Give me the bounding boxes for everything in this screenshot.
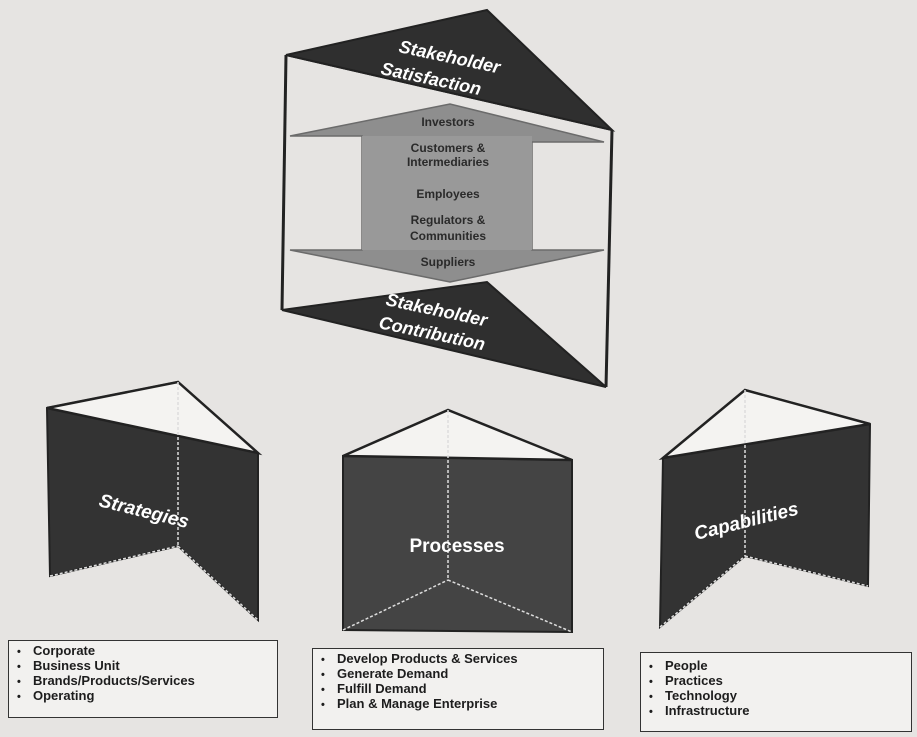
strategies-list-item: Brands/Products/Services: [17, 674, 269, 689]
capabilities-bottom-edge-left: [659, 555, 746, 628]
stakeholder-regulators: Regulators &: [411, 213, 486, 227]
processes-prism: Processes: [342, 408, 573, 634]
strategies-bottom-edge-left: [49, 545, 179, 577]
processes-list-box: Develop Products & Services Generate Dem…: [312, 648, 604, 730]
stakeholder-employees: Employees: [416, 187, 480, 201]
processes-top-face: [342, 408, 573, 462]
capabilities-top-face: [658, 388, 871, 460]
stakeholder-suppliers: Suppliers: [421, 255, 476, 269]
stakeholder-arrow-body: [362, 136, 532, 250]
strategies-bottom-edge-right: [177, 545, 259, 621]
capabilities-bottom-edge-right: [744, 555, 869, 587]
capabilities-list-item: Infrastructure: [649, 704, 903, 719]
capabilities-list-item: Practices: [649, 674, 903, 689]
top-prism-right-edge: [604, 129, 614, 388]
processes-bottom-edge-left: [342, 579, 449, 631]
capabilities-list: People Practices Technology Infrastructu…: [649, 659, 903, 719]
top-prism: Stakeholder Satisfaction Stakeholder Con…: [280, 8, 616, 388]
strategies-list-item: Operating: [17, 689, 269, 704]
processes-list-item: Plan & Manage Enterprise: [321, 697, 595, 712]
processes-label: Processes: [409, 536, 504, 557]
satisfaction-face: [285, 8, 616, 132]
processes-list-item: Develop Products & Services: [321, 652, 595, 667]
processes-bottom-edge-right: [447, 579, 573, 633]
capabilities-prism: Capabilities: [658, 388, 872, 630]
capabilities-list-item: People: [649, 659, 903, 674]
processes-list-item: Generate Demand: [321, 667, 595, 682]
stakeholder-intermediaries: Intermediaries: [407, 155, 489, 169]
strategies-list-item: Corporate: [17, 644, 269, 659]
stakeholder-communities: Communities: [410, 229, 486, 243]
processes-list: Develop Products & Services Generate Dem…: [321, 652, 595, 712]
processes-list-item: Fulfill Demand: [321, 682, 595, 697]
strategies-list-box: Corporate Business Unit Brands/Products/…: [8, 640, 278, 718]
strategies-prism: Strategies: [45, 380, 263, 623]
stakeholder-investors: Investors: [421, 115, 475, 129]
strategies-list: Corporate Business Unit Brands/Products/…: [17, 644, 269, 704]
capabilities-list-item: Technology: [649, 689, 903, 704]
stakeholder-customers: Customers &: [411, 141, 486, 155]
strategies-list-item: Business Unit: [17, 659, 269, 674]
top-prism-left-edge: [280, 54, 288, 311]
strategies-top-face: [46, 380, 263, 456]
contribution-face: [281, 280, 607, 388]
capabilities-list-box: People Practices Technology Infrastructu…: [640, 652, 912, 732]
